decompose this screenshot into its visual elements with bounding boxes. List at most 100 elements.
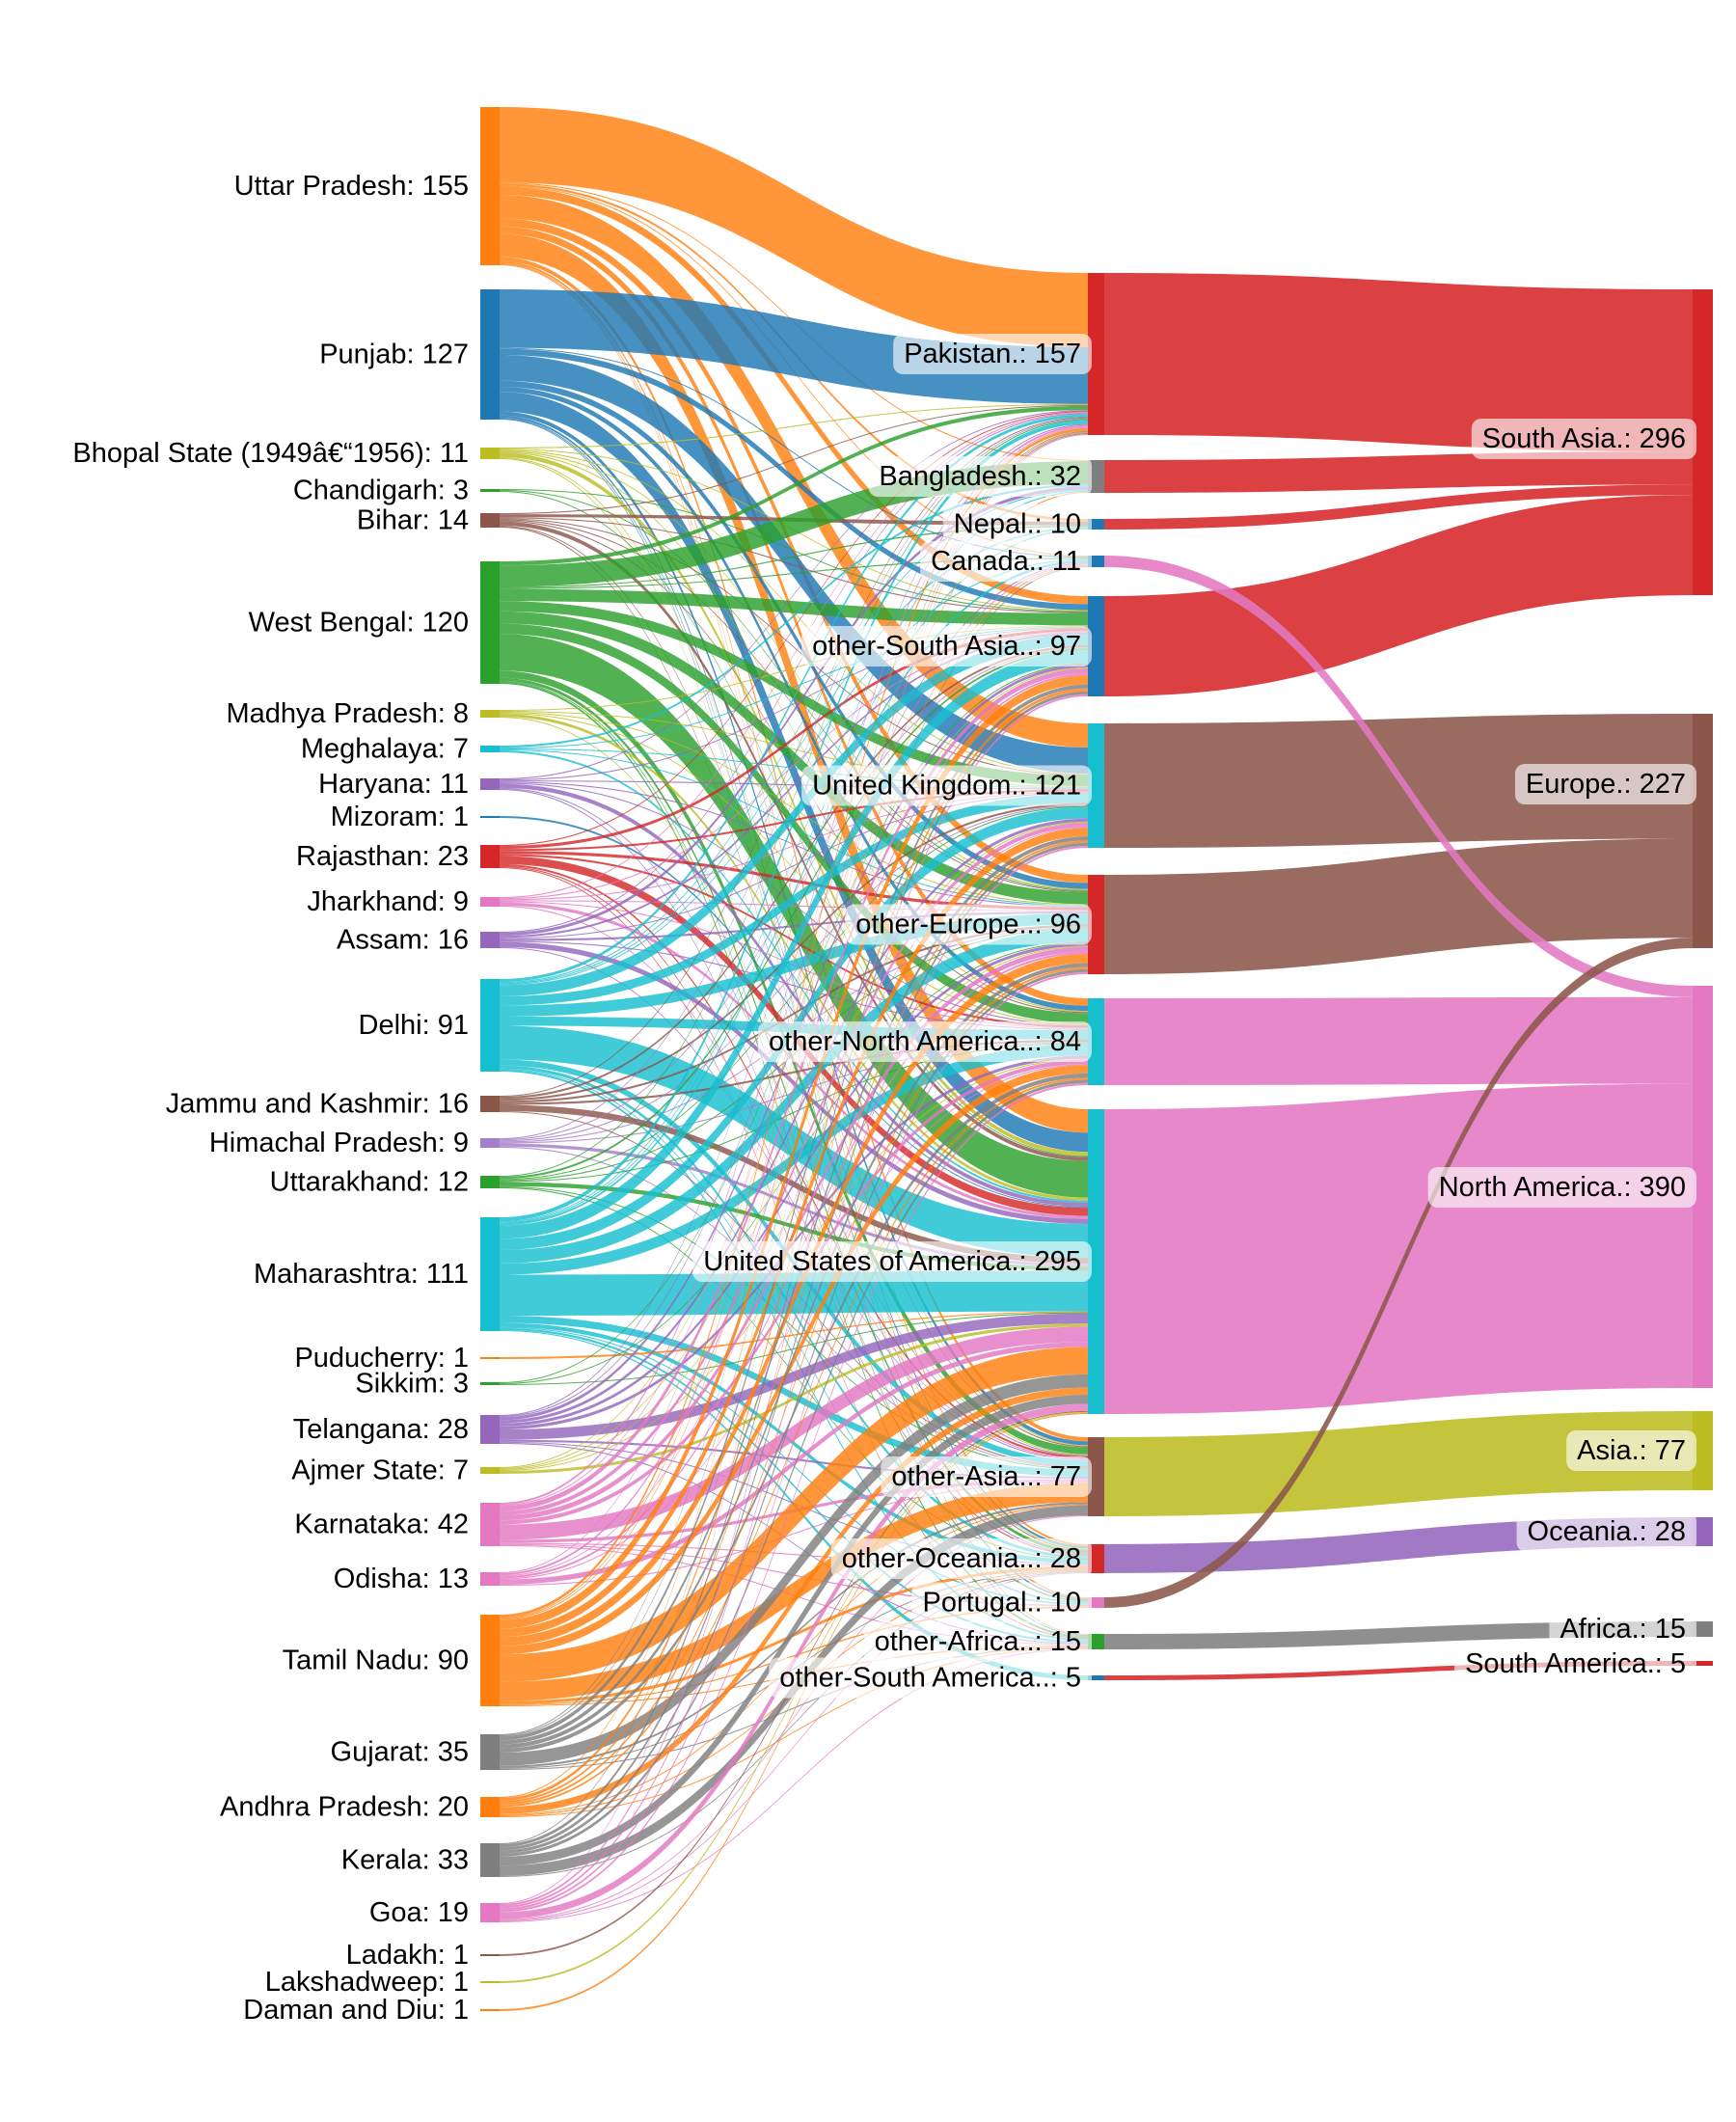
sankey-link-state-country — [500, 1044, 1088, 1275]
state-node-haryana[interactable] — [480, 778, 500, 790]
sankey-link-state-country — [500, 842, 1088, 1851]
sankey-link-state-country — [500, 355, 1088, 775]
state-node-delhi[interactable] — [480, 979, 500, 1072]
state-node-goa[interactable] — [480, 1903, 500, 1922]
country-node-other-south-asia-[interactable] — [1088, 596, 1104, 696]
sankey-link-state-country — [500, 711, 1088, 788]
sankey-link-state-country — [500, 411, 1088, 847]
continent-node-south-america-[interactable] — [1693, 1661, 1713, 1666]
sankey-link-state-country — [500, 521, 1088, 1161]
state-node-gujarat[interactable] — [480, 1734, 500, 1770]
country-node-other-north-america-[interactable] — [1088, 998, 1104, 1085]
country-node-canada-[interactable] — [1088, 556, 1104, 567]
sankey-link-state-country — [500, 827, 1088, 1577]
country-node-pakistan-[interactable] — [1088, 273, 1104, 435]
state-node-bhopal-state-1949-1956-[interactable] — [480, 448, 500, 459]
country-label: United States of America.: 295 — [703, 1246, 1081, 1277]
state-node-tamil-nadu[interactable] — [480, 1615, 500, 1706]
country-label-group: other-Asia..: 77 — [881, 1456, 1092, 1497]
sankey-link-state-country — [500, 415, 1088, 1549]
country-label-group: other-Oceania..: 28 — [830, 1538, 1092, 1579]
state-node-ladakh[interactable] — [480, 1954, 500, 1956]
country-node-other-asia-[interactable] — [1088, 1437, 1104, 1516]
state-node-telangana[interactable] — [480, 1415, 500, 1444]
continent-node-north-america-[interactable] — [1693, 986, 1713, 1388]
state-node-jammu-and-kashmir[interactable] — [480, 1096, 500, 1112]
state-node-mizoram[interactable] — [480, 816, 500, 818]
sankey-link-state-country — [500, 1571, 1088, 1921]
country-label-box — [801, 626, 1092, 667]
continent-node-europe-[interactable] — [1693, 714, 1713, 948]
state-label: West Bengal: 120 — [249, 608, 469, 639]
state-node-ajmer-state[interactable] — [480, 1467, 500, 1474]
sankey-link-state-country — [500, 450, 1088, 890]
state-label-group: Kerala: 33 — [341, 1845, 469, 1876]
state-label-group: Gujarat: 35 — [331, 1737, 469, 1768]
sankey-link-state-country — [500, 1482, 1088, 1586]
sankey-link-state-country — [500, 625, 1088, 711]
sankey-link-state-country — [500, 564, 1088, 1620]
state-node-uttarakhand[interactable] — [480, 1176, 500, 1188]
country-node-other-south-america-[interactable] — [1088, 1675, 1104, 1680]
sankey-link-state-country — [500, 694, 1088, 1907]
sankey-link-state-country — [500, 1143, 1088, 1267]
continent-node-africa-[interactable] — [1693, 1621, 1713, 1637]
sankey-link-state-country — [500, 684, 1088, 1741]
state-node-maharashtra[interactable] — [480, 1217, 500, 1331]
state-node-andhra-pradesh[interactable] — [480, 1797, 500, 1817]
state-label: Himachal Pradesh: 9 — [209, 1128, 469, 1158]
state-node-west-bengal[interactable] — [480, 561, 500, 684]
state-label: Madhya Pradesh: 8 — [227, 698, 469, 729]
country-node-united-states-of-america-[interactable] — [1088, 1109, 1104, 1414]
state-node-odisha[interactable] — [480, 1572, 500, 1586]
sankey-link-state-country — [500, 233, 1088, 1133]
state-node-lakshadweep[interactable] — [480, 1981, 500, 1983]
sankey-link-state-country — [500, 1483, 1088, 1701]
country-node-united-kingdom-[interactable] — [1088, 723, 1104, 848]
state-node-bihar[interactable] — [480, 513, 500, 528]
state-node-chandigarh[interactable] — [480, 489, 500, 492]
continent-node-south-asia-[interactable] — [1693, 289, 1713, 595]
state-node-karnataka[interactable] — [480, 1503, 500, 1546]
state-node-himachal-pradesh[interactable] — [480, 1138, 500, 1148]
state-label: Delhi: 91 — [359, 1010, 469, 1041]
country-node-other-africa-[interactable] — [1088, 1634, 1104, 1649]
state-node-sikkim[interactable] — [480, 1382, 500, 1385]
state-label-group: Ajmer State: 7 — [291, 1455, 469, 1486]
state-node-assam[interactable] — [480, 932, 500, 948]
country-label-box — [881, 1456, 1092, 1497]
sankey-link-state-country — [500, 667, 1088, 1468]
state-node-daman-and-diu[interactable] — [480, 2009, 500, 2011]
country-node-other-oceania-[interactable] — [1088, 1544, 1104, 1573]
sankey-link-state-country — [500, 816, 1088, 1209]
sankey-link-state-country — [500, 565, 1088, 1737]
state-label-group: Goa: 19 — [369, 1897, 469, 1928]
country-node-portugal-[interactable] — [1088, 1597, 1104, 1608]
state-node-uttar-pradesh[interactable] — [480, 107, 500, 265]
country-node-other-europe-[interactable] — [1088, 875, 1104, 974]
state-node-punjab[interactable] — [480, 289, 500, 420]
sankey-link-state-country — [500, 1646, 1088, 1770]
sankey-link-state-country — [500, 968, 1088, 1854]
sankey-link-state-country — [500, 107, 1088, 347]
country-node-nepal-[interactable] — [1088, 519, 1104, 530]
sankey-link-state-country — [500, 963, 1088, 1749]
country-node-bangladesh-[interactable] — [1088, 460, 1104, 493]
continent-node-oceania-[interactable] — [1693, 1517, 1713, 1546]
country-label-group: other-South America..: 5 — [769, 1657, 1092, 1699]
state-node-madhya-pradesh[interactable] — [480, 710, 500, 718]
sankey-link-state-country — [500, 966, 1088, 1806]
sankey-link-state-country — [500, 828, 1088, 1638]
state-node-kerala[interactable] — [480, 1843, 500, 1877]
sankey-link-state-country — [500, 558, 1088, 589]
state-node-rajasthan[interactable] — [480, 845, 500, 868]
continent-node-asia-[interactable] — [1693, 1411, 1713, 1490]
continent-label-box — [1471, 419, 1696, 459]
state-node-jharkhand[interactable] — [480, 897, 500, 907]
sankey-link-state-country — [500, 713, 1088, 1025]
sankey-link-state-country — [500, 1502, 1088, 1768]
country-label-box — [893, 334, 1092, 374]
state-node-meghalaya[interactable] — [480, 746, 500, 752]
state-node-puducherry[interactable] — [480, 1357, 500, 1359]
sankey-link-state-country — [500, 426, 1088, 1574]
